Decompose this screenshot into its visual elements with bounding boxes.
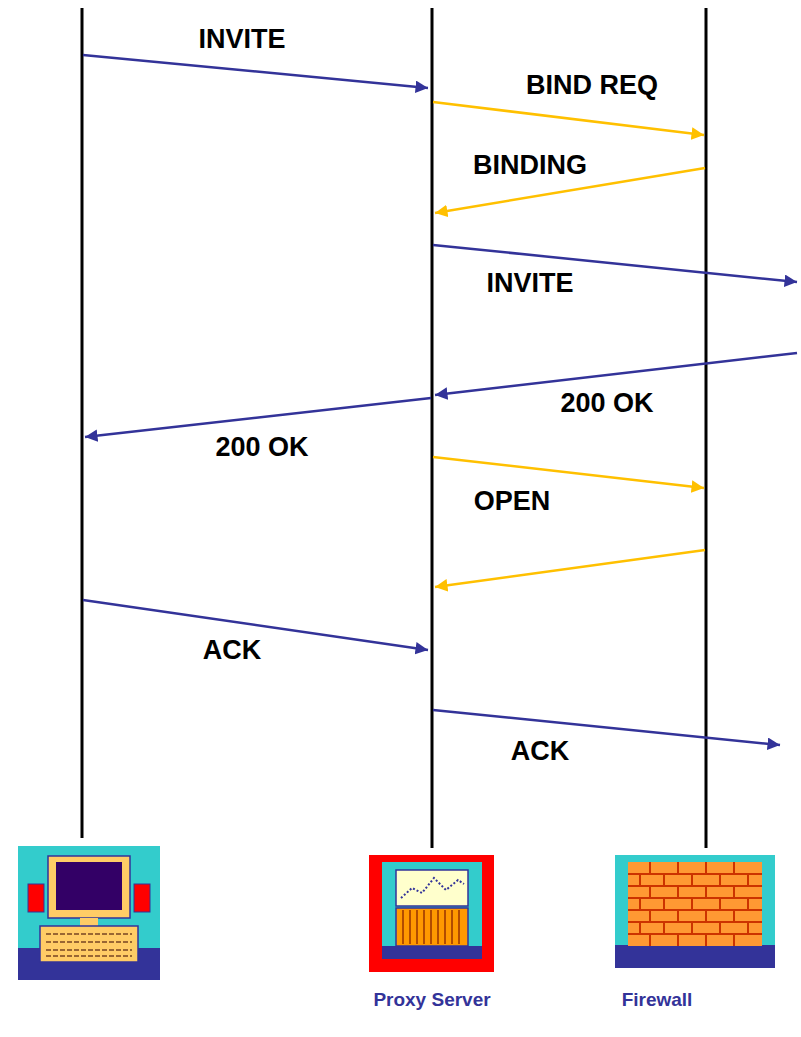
proxy-server-icon xyxy=(369,855,494,972)
lifeline xyxy=(705,8,708,848)
firewall-icon xyxy=(615,855,775,968)
computer-icon xyxy=(18,846,160,980)
message-arrow xyxy=(435,550,705,587)
message-label: INVITE xyxy=(198,25,285,55)
lifeline xyxy=(431,8,434,848)
message-arrow xyxy=(85,398,431,437)
message-label: BIND REQ xyxy=(526,71,658,101)
lifeline xyxy=(81,8,84,838)
message-arrow xyxy=(433,710,780,745)
message-arrow xyxy=(433,457,704,488)
icon-node: Firewall xyxy=(605,850,785,1020)
message-label: ACK xyxy=(511,737,570,767)
node-label: Proxy Server xyxy=(373,989,490,1011)
node-label: Firewall xyxy=(622,989,693,1011)
message-label: INVITE xyxy=(486,269,573,299)
icon-node: Proxy Server xyxy=(355,850,509,1020)
message-label: OPEN xyxy=(474,487,551,517)
message-arrow xyxy=(83,55,428,88)
message-label: ACK xyxy=(203,636,262,666)
message-label: 200 OK xyxy=(215,433,308,463)
message-label: 200 OK xyxy=(560,389,653,419)
message-arrow xyxy=(433,102,704,135)
message-label: BINDING xyxy=(473,151,587,181)
